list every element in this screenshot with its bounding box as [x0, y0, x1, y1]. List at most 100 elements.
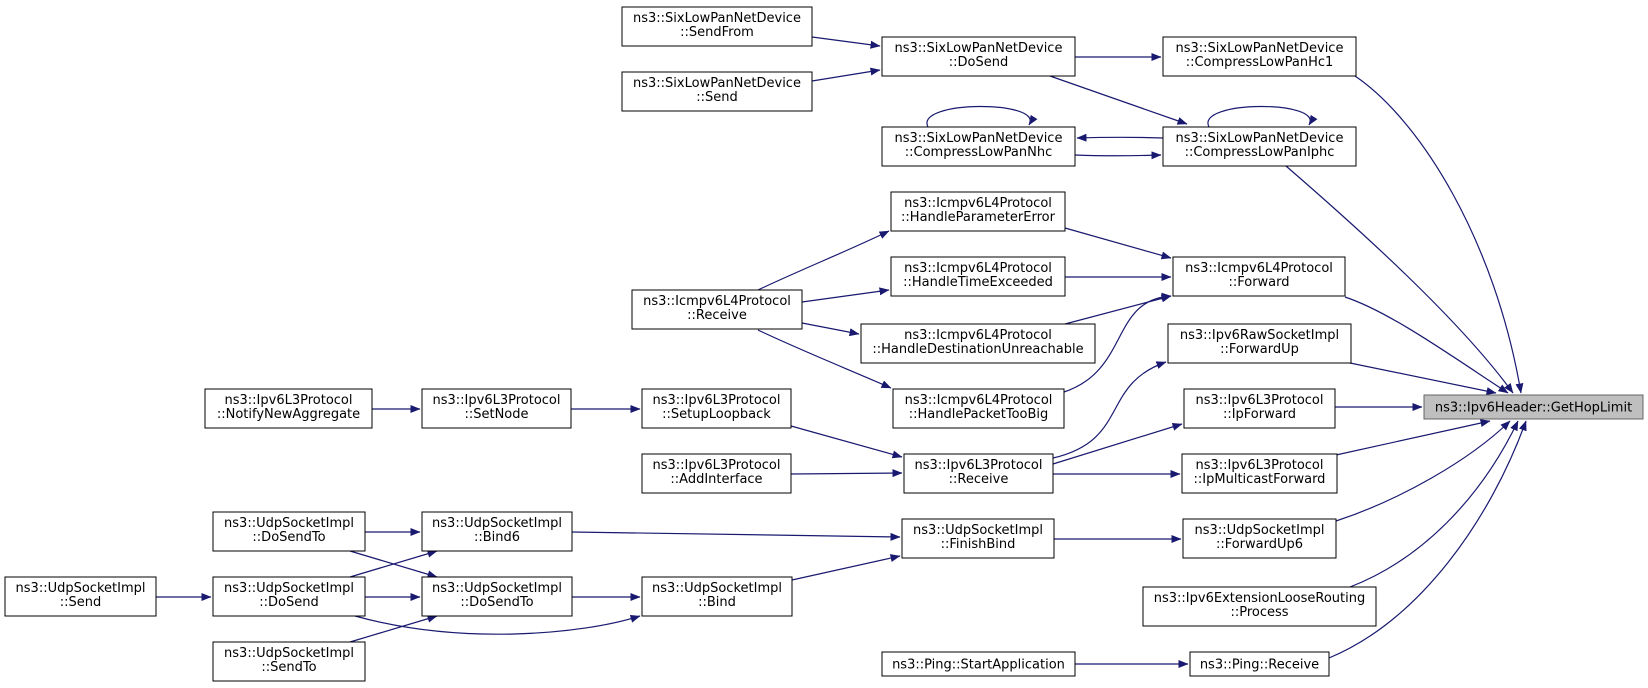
node-icmp-forward[interactable]: ns3::Icmpv6L4Protocol::Forward	[1172, 256, 1346, 297]
node-label-line: ::Send	[696, 90, 738, 105]
node-label-line: ::ForwardUp6	[1216, 537, 1303, 552]
node-box	[641, 388, 792, 429]
node-box	[901, 518, 1055, 559]
node-label-line: ns3::SixLowPanNetDevice	[895, 131, 1063, 146]
edge-sixlp-compress-hc1-to-root	[1354, 75, 1524, 394]
node-label-line: ::HandlePacketTooBig	[909, 407, 1049, 422]
node-label-line: ns3::UdpSocketImpl	[432, 516, 562, 531]
node-ipv6l3-notifynewaggregate[interactable]: ns3::Ipv6L3Protocol::NotifyNewAggregate	[204, 388, 373, 429]
edge-udp-bind-to-udp-finishbind	[791, 554, 901, 581]
node-ping-startapplication[interactable]: ns3::Ping::StartApplication	[881, 651, 1076, 677]
edge-sixlp-compress-iphc-to-sixlp-compress-iphc	[1207, 105, 1318, 128]
node-box	[881, 36, 1076, 77]
node-udp-dosendto-mid[interactable]: ns3::UdpSocketImpl::DoSendTo	[421, 576, 573, 617]
node-ipv6l3-addinterface[interactable]: ns3::Ipv6L3Protocol::AddInterface	[641, 453, 792, 494]
node-icmp-handle-timeexceeded[interactable]: ns3::Icmpv6L4Protocol::HandleTimeExceede…	[890, 256, 1066, 297]
edge-icmp-receive-to-icmp-handle-timeexceeded	[801, 287, 890, 303]
node-udp-send[interactable]: ns3::UdpSocketImpl::Send	[4, 576, 157, 617]
node-label-line: ns3::Ipv6L3Protocol	[225, 393, 353, 408]
node-box	[1181, 453, 1338, 494]
node-label-line: ::SetupLoopback	[662, 407, 771, 422]
node-label-line: ::AddInterface	[670, 472, 762, 487]
node-ipv6l3-ipforward[interactable]: ns3::Ipv6L3Protocol::IpForward	[1183, 388, 1336, 429]
node-label-line: ns3::Ipv6L3Protocol	[433, 393, 561, 408]
edge-icmp-handle-destunreach-to-icmp-forward	[1064, 294, 1172, 325]
node-box	[621, 6, 813, 47]
node-box	[212, 511, 366, 552]
node-udp-forwardup6[interactable]: ns3::UdpSocketImpl::ForwardUp6	[1182, 518, 1337, 559]
node-label-line: ::IpMulticastForward	[1194, 472, 1326, 487]
node-label-line: ::Bind6	[474, 530, 520, 545]
node-label-line: ::DoSend	[949, 55, 1008, 70]
node-label-line: ::ForwardUp	[1220, 342, 1299, 357]
node-label-line: ns3::Icmpv6L4Protocol	[904, 261, 1052, 276]
node-label-line: ::CompressLowPanHc1	[1186, 55, 1334, 70]
node-udp-finishbind[interactable]: ns3::UdpSocketImpl::FinishBind	[901, 518, 1055, 559]
node-sixlp-send[interactable]: ns3::SixLowPanNetDevice::Send	[621, 71, 813, 112]
node-box	[1162, 126, 1357, 167]
node-label-line: ns3::Ipv6L3Protocol	[915, 458, 1043, 473]
edge-udp-sendto-to-udp-dosendto-mid	[349, 614, 438, 643]
node-label-line: ns3::Ipv6L3Protocol	[1196, 393, 1324, 408]
node-icmp-handle-pkttoobig[interactable]: ns3::Icmpv6L4Protocol::HandlePacketTooBi…	[892, 388, 1065, 429]
node-label-line: ns3::Ipv6L3Protocol	[653, 393, 781, 408]
node-box	[204, 388, 373, 429]
node-box	[621, 71, 813, 112]
node-box	[892, 388, 1065, 429]
node-label-line: ns3::Icmpv6L4Protocol	[904, 196, 1052, 211]
node-box	[860, 323, 1096, 364]
node-label-line: ns3::UdpSocketImpl	[16, 581, 146, 596]
node-ipv6l3-receive[interactable]: ns3::Ipv6L3Protocol::Receive	[903, 453, 1054, 494]
node-icmp-receive[interactable]: ns3::Icmpv6L4Protocol::Receive	[631, 289, 803, 330]
node-ext-looserouting-process[interactable]: ns3::Ipv6ExtensionLooseRouting::Process	[1142, 586, 1377, 627]
edge-ping-receive-to-root	[1328, 420, 1527, 659]
node-ipv6l3-setuploopback[interactable]: ns3::Ipv6L3Protocol::SetupLoopback	[641, 388, 792, 429]
node-label-line: ::IpForward	[1223, 407, 1296, 422]
node-udp-sendto[interactable]: ns3::UdpSocketImpl::SendTo	[212, 641, 366, 682]
node-box	[212, 576, 366, 617]
node-label-line: ns3::UdpSocketImpl	[224, 516, 354, 531]
node-box	[1423, 394, 1644, 420]
node-box	[421, 576, 573, 617]
node-label-line: ns3::Icmpv6L4Protocol	[905, 393, 1053, 408]
node-udp-dosend[interactable]: ns3::UdpSocketImpl::DoSend	[212, 576, 366, 617]
node-label-line: ns3::Icmpv6L4Protocol	[643, 294, 791, 309]
edge-icmp-receive-to-icmp-handle-destunreach	[801, 322, 860, 337]
node-ipv6l3-ipmcastforward[interactable]: ns3::Ipv6L3Protocol::IpMulticastForward	[1181, 453, 1338, 494]
node-udp-dosendto-left[interactable]: ns3::UdpSocketImpl::DoSendTo	[212, 511, 366, 552]
node-label-line: ns3::Ipv6ExtensionLooseRouting	[1154, 591, 1365, 606]
node-label-line: ::Receive	[687, 308, 747, 323]
edge-udp-dosend-to-udp-bind	[354, 615, 641, 635]
node-label-line: ns3::Icmpv6L4Protocol	[904, 328, 1052, 343]
node-ipv6l3-setnode[interactable]: ns3::Ipv6L3Protocol::SetNode	[421, 388, 572, 429]
node-icmp-handle-destunreach[interactable]: ns3::Icmpv6L4Protocol::HandleDestination…	[860, 323, 1096, 364]
edge-icmp-handle-pkttoobig-to-icmp-forward	[1063, 292, 1172, 393]
nodes-layer: ns3::Ipv6Header::GetHopLimit ns3::SixLowP…	[4, 6, 1644, 682]
node-box	[1172, 256, 1346, 297]
node-sixlp-compress-hc1[interactable]: ns3::SixLowPanNetDevice::CompressLowPanH…	[1162, 36, 1357, 77]
edges-layer	[156, 36, 1527, 668]
node-sixlp-compress-iphc[interactable]: ns3::SixLowPanNetDevice::CompressLowPanI…	[1162, 126, 1357, 167]
node-icmp-handle-paramerror[interactable]: ns3::Icmpv6L4Protocol::HandleParameterEr…	[890, 191, 1066, 232]
node-label-line: ::Receive	[949, 472, 1009, 487]
node-box	[890, 191, 1066, 232]
node-ping-receive[interactable]: ns3::Ping::Receive	[1189, 651, 1330, 677]
node-label-line: ::CompressLowPanIphc	[1185, 145, 1335, 160]
edge-udp-bind6-to-udp-finishbind	[571, 531, 901, 541]
edge-sixlp-sendfrom-to-sixlp-dosend	[811, 36, 881, 49]
edge-udp-forwardup6-to-root	[1335, 420, 1511, 522]
node-root[interactable]: ns3::Ipv6Header::GetHopLimit	[1423, 394, 1644, 420]
edge-icmp-receive-to-icmp-handle-paramerror	[757, 230, 890, 291]
node-box	[903, 453, 1054, 494]
node-udp-bind6[interactable]: ns3::UdpSocketImpl::Bind6	[421, 511, 573, 552]
node-udp-bind[interactable]: ns3::UdpSocketImpl::Bind	[641, 576, 793, 617]
node-sixlp-compress-nhc[interactable]: ns3::SixLowPanNetDevice::CompressLowPanN…	[881, 126, 1076, 167]
node-sixlp-dosend[interactable]: ns3::SixLowPanNetDevice::DoSend	[881, 36, 1076, 77]
node-sixlp-sendfrom[interactable]: ns3::SixLowPanNetDevice::SendFrom	[621, 6, 813, 47]
node-rawsock-forwardup[interactable]: ns3::Ipv6RawSocketImpl::ForwardUp	[1167, 323, 1352, 364]
node-label-line: ns3::Ipv6Header::GetHopLimit	[1435, 401, 1632, 416]
node-box	[1167, 323, 1352, 364]
node-label-line: ::DoSendTo	[252, 530, 325, 545]
node-label-line: ns3::UdpSocketImpl	[1195, 523, 1325, 538]
